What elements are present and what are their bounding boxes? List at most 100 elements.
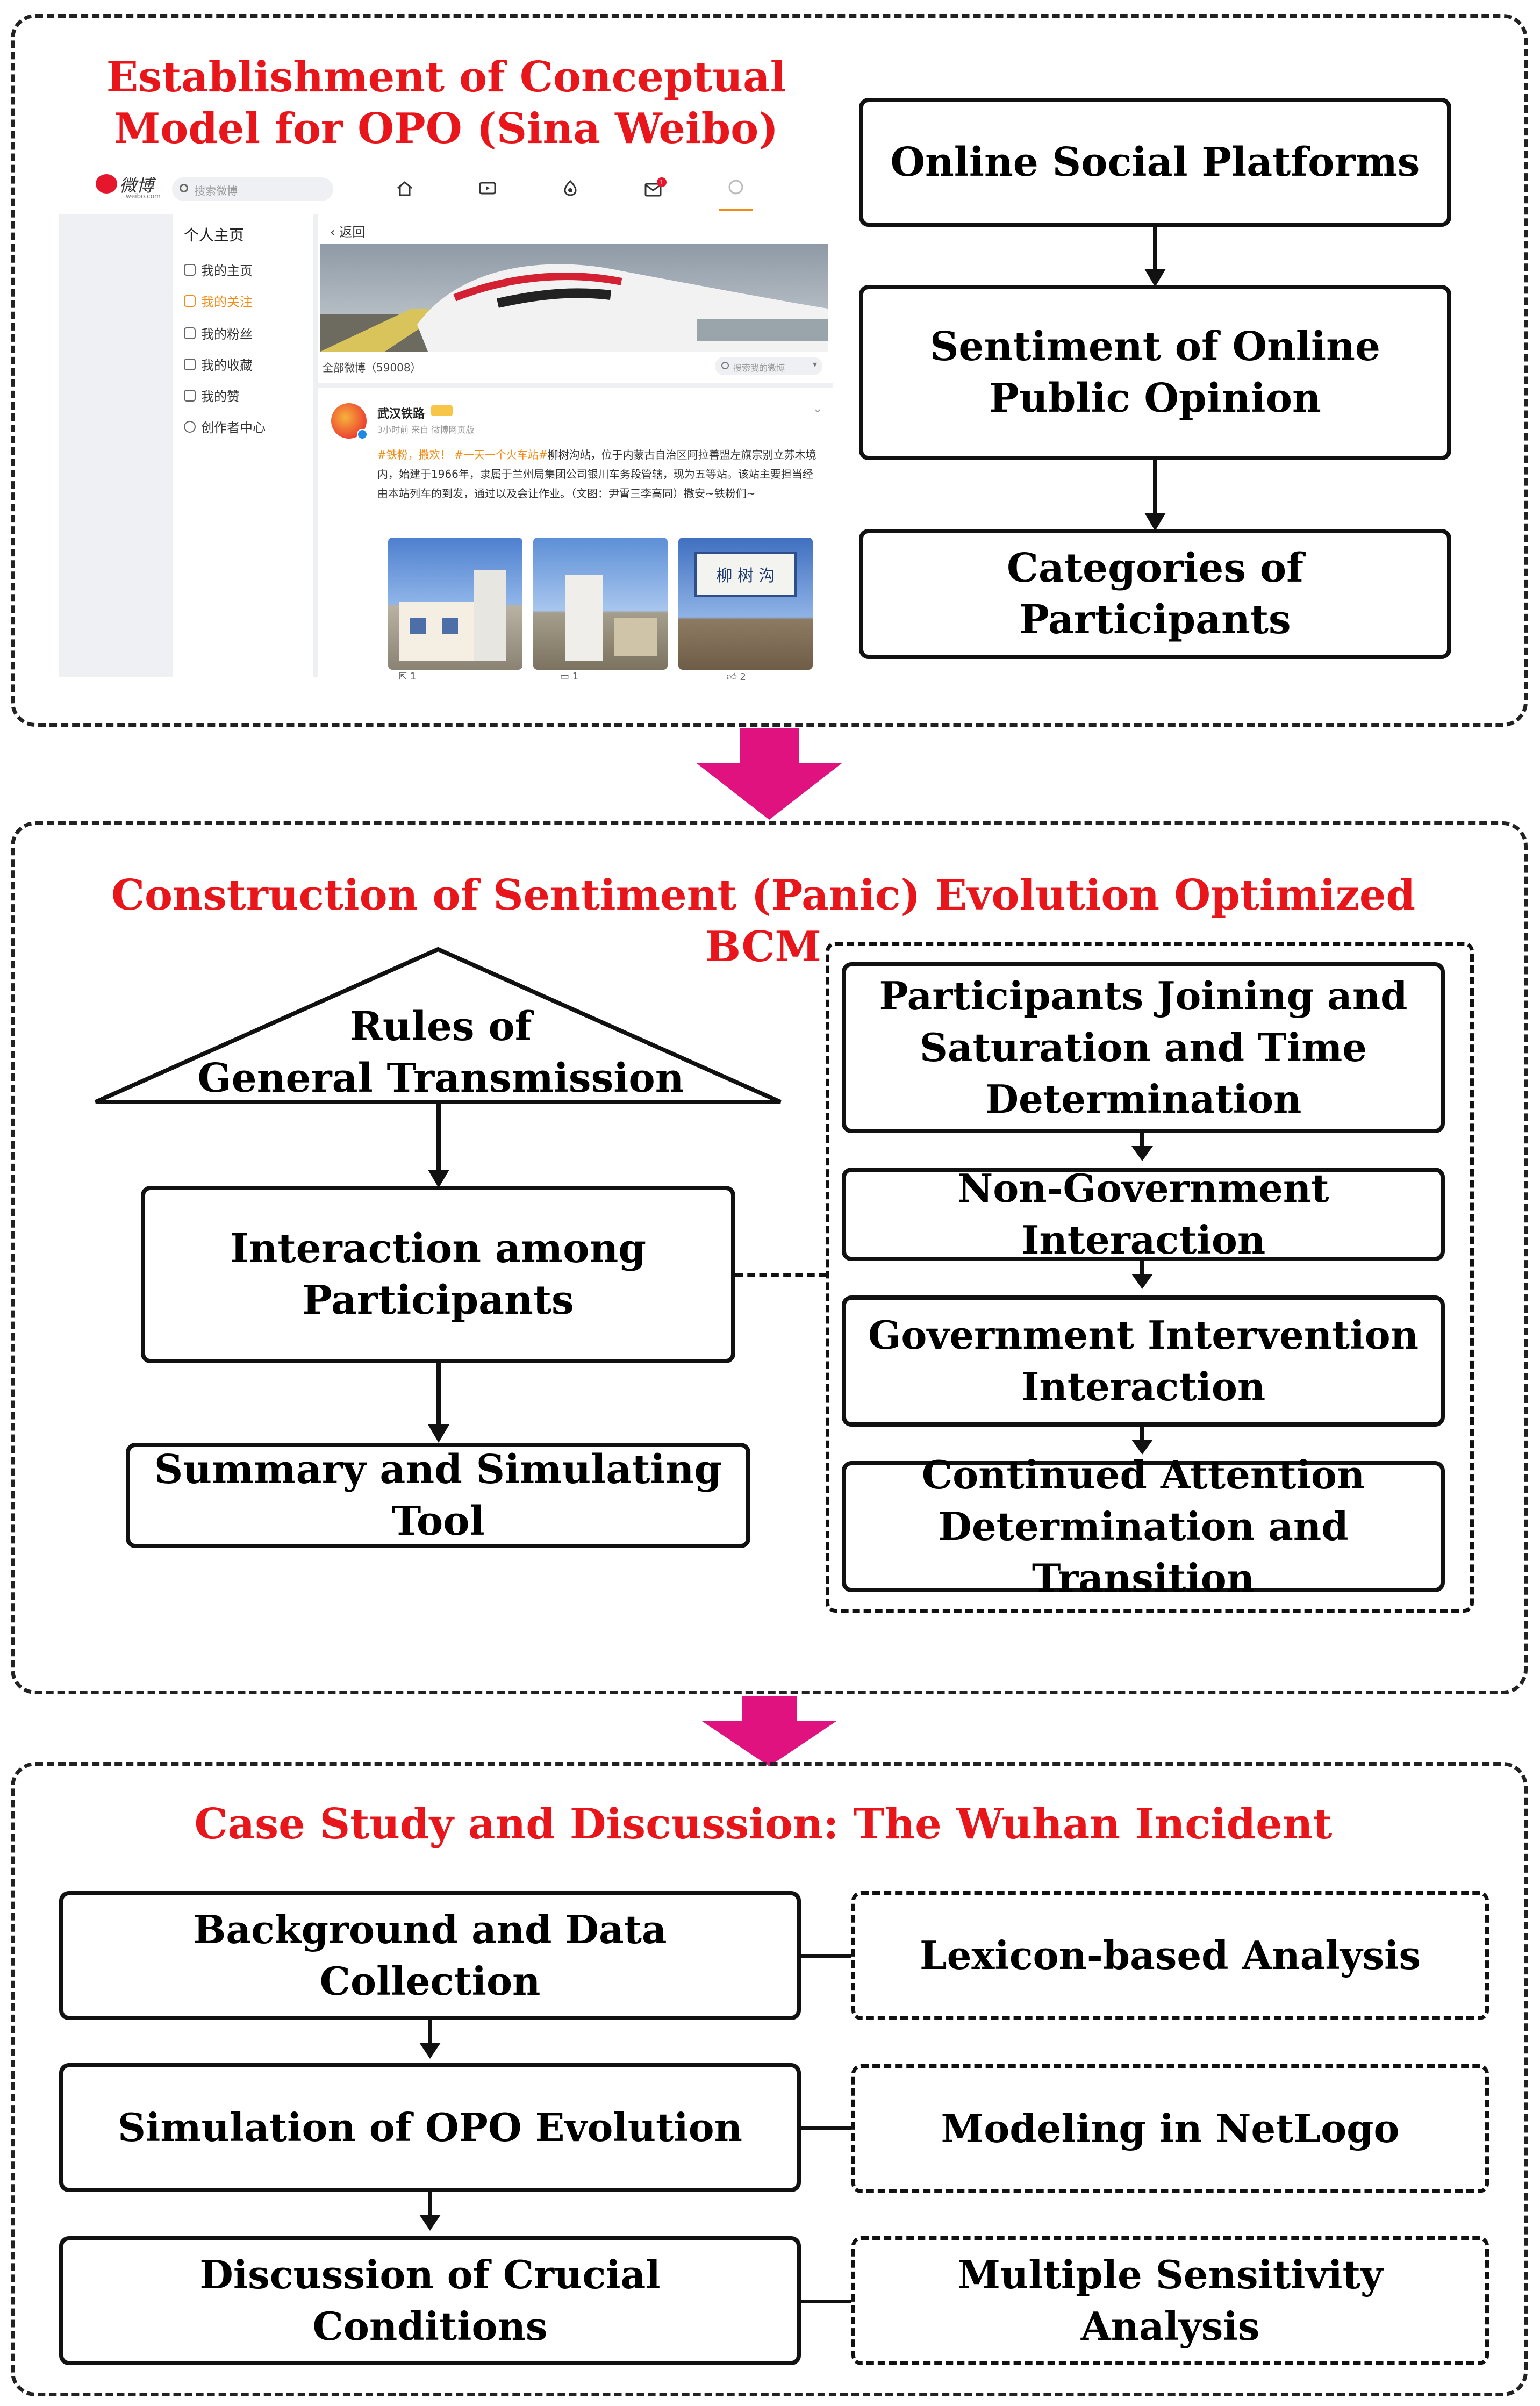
- participant-process-group: [826, 942, 1474, 1613]
- carousel-dots[interactable]: [541, 339, 584, 344]
- weibo-sidebar: 个人主页 我的主页 我的关注 我的粉丝 我的收藏 我的赞 创作者中心: [173, 214, 313, 677]
- sentiment-of-online-public-opinion-box: Sentiment of Online Public Opinion: [859, 285, 1451, 460]
- gear-icon: [184, 420, 196, 433]
- weibo-divider: [313, 214, 318, 677]
- avatar-underline: [719, 209, 753, 211]
- rules-of-general-transmission-label: Rules of General Transmission: [197, 1004, 684, 1101]
- connector-netlogo: [801, 2126, 855, 2130]
- follow-icon: [184, 295, 196, 307]
- feed-count-label: 全部微博（59008）: [323, 361, 421, 374]
- section-case-study-panel: [11, 1762, 1528, 2396]
- categories-of-participants-box: Categories of Participants: [859, 529, 1451, 659]
- weibo-logo-text: 微博: [119, 175, 154, 196]
- arrow-r3-r4: [1131, 1440, 1153, 1455]
- feed-search-placeholder: 搜索我的微博: [733, 363, 785, 373]
- dashed-connector-interaction-group: [735, 1273, 827, 1277]
- post-photo-2[interactable]: [533, 538, 668, 670]
- comment-button[interactable]: ▭ 1: [560, 671, 579, 682]
- continued-attention-box: Continued Attention Determination and Tr…: [842, 1452, 1445, 1601]
- chevron-left-icon: ‹: [330, 225, 340, 240]
- search-icon: [721, 362, 729, 369]
- star-icon: [184, 358, 196, 370]
- sidebar-item-my-favorites[interactable]: 我的收藏: [184, 355, 253, 374]
- sidebar-title: 个人主页: [184, 226, 245, 244]
- section-conceptual-model-panel: [11, 14, 1528, 727]
- avatar-icon[interactable]: [722, 176, 749, 203]
- like-button[interactable]: 👍︎ 2: [727, 671, 746, 683]
- connector-triangle-interaction: [436, 1104, 441, 1179]
- crown-badge-icon: [431, 405, 453, 416]
- arrow-triangle-interaction: [428, 1170, 449, 1188]
- sidebar-item-my-likes[interactable]: 我的赞: [184, 386, 240, 405]
- participants-joining-box: Participants Joining and Saturation and …: [842, 962, 1445, 1133]
- repost-button[interactable]: ⇱ 1: [399, 671, 417, 682]
- share-icon: ⇱: [399, 671, 410, 682]
- online-social-platforms-box: Online Social Platforms: [859, 98, 1451, 227]
- sidebar-item-my-home[interactable]: 我的主页: [184, 260, 253, 279]
- connector-interaction-summary: [436, 1363, 441, 1428]
- post-author[interactable]: 武汉铁路: [377, 407, 425, 421]
- summary-and-simulating-tool-box: Summary and Simulating Tool: [126, 1443, 750, 1548]
- flow-arrow-2-icon: [702, 1696, 836, 1766]
- home-icon[interactable]: [396, 181, 414, 197]
- comment-icon: ▭: [560, 671, 572, 682]
- connector-l1-l2: [428, 2020, 432, 2047]
- weibo-screenshot: 微博 weibo.com 搜索微博 1 个人主页 我的主页: [59, 161, 833, 683]
- sidebar-item-creator-center[interactable]: 创作者中心: [184, 417, 266, 436]
- station-sign-text: 柳 树 沟: [716, 567, 775, 585]
- thumb-up-icon: [184, 389, 196, 402]
- arrow-1-2: [1144, 269, 1166, 287]
- section3-title: Case Study and Discussion: The Wuhan Inc…: [194, 1800, 1333, 1849]
- connector-l2-l3: [428, 2192, 432, 2219]
- interaction-among-participants-box: Interaction among Participants: [141, 1186, 735, 1363]
- lexicon-based-analysis-box: Lexicon-based Analysis: [851, 1891, 1489, 2020]
- chevron-down-icon[interactable]: ⌄: [813, 402, 823, 416]
- notification-badge: 1: [657, 177, 667, 187]
- feed-search-box[interactable]: 搜索我的微博 ▾: [715, 357, 822, 375]
- connector-r3-r4: [1140, 1427, 1144, 1445]
- discussion-of-crucial-conditions-box: Discussion of Crucial Conditions: [59, 2236, 801, 2365]
- weibo-logo-sub: weibo.com: [126, 192, 161, 200]
- arrow-2-3: [1144, 513, 1166, 531]
- background-data-collection-box: Background and Data Collection: [59, 1891, 801, 2020]
- connector-sensitivity: [801, 2300, 855, 2303]
- government-intervention-interaction-box: Government Intervention Interaction: [842, 1295, 1445, 1427]
- weibo-search-placeholder: 搜索微博: [195, 184, 238, 197]
- weibo-search-box[interactable]: 搜索微博: [172, 177, 333, 201]
- arrow-l1-l2: [419, 2043, 441, 2059]
- connector-1-2: [1153, 227, 1157, 281]
- chevron-down-icon: ▾: [812, 359, 817, 369]
- sidebar-item-my-follows[interactable]: 我的关注: [184, 291, 253, 310]
- video-icon[interactable]: [478, 181, 497, 197]
- weibo-logo-icon: [96, 174, 117, 194]
- simulation-of-opo-evolution-box: Simulation of OPO Evolution: [59, 2063, 801, 2192]
- post-photo-1[interactable]: [388, 538, 522, 670]
- back-link[interactable]: ‹ 返回: [330, 225, 366, 240]
- rules-triangle: [91, 945, 785, 1106]
- station-sign: 柳 树 沟: [694, 552, 797, 597]
- post-hashtags[interactable]: #铁粉，撒欢！ #一天一个火车站#: [377, 448, 548, 461]
- arrow-l2-l3: [419, 2215, 441, 2231]
- post-card: 武汉铁路 3小时前 来自 微博网页版 ⌄ #铁粉，撒欢！ #一天一个火车站#柳树…: [318, 388, 833, 683]
- post-body: 柳树沟站，位于内蒙古自治区阿拉善盟左旗宗别立苏木境内，始建于1966年，隶属于兰…: [377, 448, 816, 500]
- search-icon: [180, 184, 188, 192]
- weibo-left-gutter: [59, 214, 173, 677]
- section1-title: Establishment of Conceptual Model for OP…: [106, 53, 786, 153]
- discover-icon[interactable]: [561, 180, 579, 197]
- post-text: #铁粉，撒欢！ #一天一个火车站#柳树沟站，位于内蒙古自治区阿拉善盟左旗宗别立苏…: [377, 445, 818, 503]
- connector-lexicon: [801, 1954, 855, 1958]
- sidebar-item-my-fans[interactable]: 我的粉丝: [184, 324, 253, 342]
- flow-arrow-1-icon: [697, 728, 842, 820]
- thumb-up-icon: 👍︎: [727, 671, 740, 683]
- non-government-interaction-box: Non-Government Interaction: [842, 1165, 1445, 1263]
- connector-r2-r3: [1140, 1261, 1144, 1279]
- banner-image: [320, 244, 828, 352]
- section-bcm-panel: [11, 821, 1528, 1694]
- weibo-topbar: 微博 weibo.com 搜索微博 1: [59, 161, 833, 213]
- message-icon[interactable]: 1: [644, 177, 667, 198]
- connector-2-3: [1153, 460, 1157, 519]
- connector-r1-r2: [1140, 1133, 1144, 1151]
- multiple-sensitivity-analysis-box: Multiple Sensitivity Analysis: [851, 2236, 1489, 2365]
- post-photo-3[interactable]: 柳 树 沟: [678, 538, 813, 670]
- arrow-interaction-summary: [428, 1424, 449, 1443]
